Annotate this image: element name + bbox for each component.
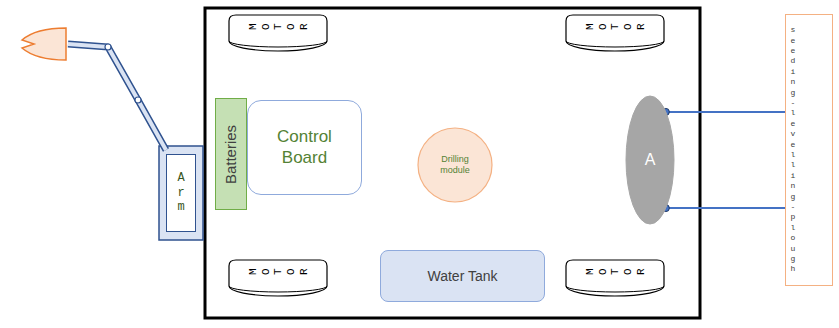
- motor-rim: [566, 41, 664, 47]
- arm-mount: [159, 146, 203, 240]
- control-board: Control Board: [247, 100, 362, 195]
- motor-rim: [229, 286, 327, 292]
- drilling-module: Drilling module: [417, 127, 493, 203]
- connector-wire: [666, 111, 785, 113]
- chassis-frame: [205, 8, 700, 318]
- motor: MOTOR: [565, 13, 665, 53]
- node-label: seeding-levelling-plough: [789, 25, 797, 274]
- arm-box: Arm: [166, 154, 196, 232]
- module-ellipse: [626, 96, 674, 224]
- node-label: A: [645, 151, 656, 169]
- motor-outline: [565, 13, 665, 53]
- motor-body: [229, 260, 327, 296]
- water-tank: Water Tank: [380, 250, 545, 302]
- motor-body: [566, 260, 664, 296]
- connector-wire: [666, 207, 785, 209]
- motor-rim: [229, 41, 327, 47]
- attachment-panel: seeding-levelling-plough: [785, 14, 833, 286]
- motor-body: [229, 15, 327, 51]
- arm-link: [68, 44, 166, 150]
- node-label: Control Board: [260, 127, 350, 168]
- node-label: MOTOR: [246, 267, 309, 278]
- motor-outline: [228, 258, 328, 298]
- arm-link-outline: [68, 44, 166, 150]
- module-circle: [418, 128, 492, 202]
- node-label: Arm: [175, 171, 187, 214]
- motor-outline: [228, 13, 328, 53]
- battery-pack: Batteries: [215, 98, 247, 210]
- motor-body: [566, 15, 664, 51]
- motor-rim: [566, 286, 664, 292]
- module-a: A: [625, 95, 675, 225]
- arm-joint: [135, 97, 141, 103]
- motor-outline: [565, 258, 665, 298]
- node-label: MOTOR: [246, 22, 309, 33]
- node-label: Batteries: [223, 124, 240, 183]
- node-label: MOTOR: [583, 22, 646, 33]
- node-label: Drilling module: [430, 154, 480, 176]
- arm-tool: [22, 28, 66, 60]
- motor: MOTOR: [565, 258, 665, 298]
- arm-joint: [105, 44, 111, 50]
- motor: MOTOR: [228, 13, 328, 53]
- motor: MOTOR: [228, 258, 328, 298]
- node-label: MOTOR: [583, 267, 646, 278]
- node-label: Water Tank: [427, 268, 497, 284]
